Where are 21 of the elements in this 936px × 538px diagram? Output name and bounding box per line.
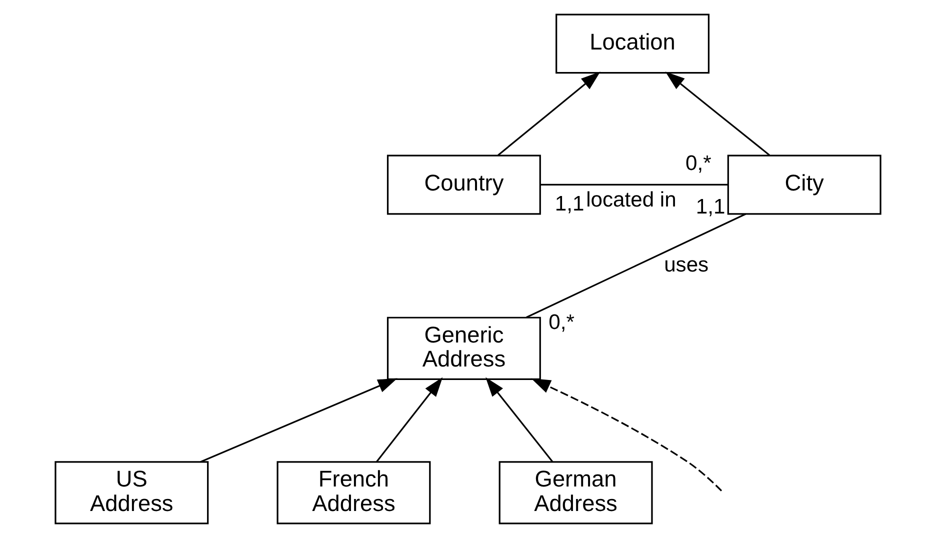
- node-box: Generic Address: [386, 316, 541, 380]
- arrow: [200, 378, 398, 463]
- edge-label: located in: [586, 188, 676, 212]
- label: 1,1: [696, 195, 726, 218]
- edge-label: uses: [664, 253, 709, 276]
- node-box: City: [727, 154, 882, 215]
- node-box: French Address: [276, 461, 431, 524]
- connector: [526, 213, 746, 318]
- label: 0,*: [686, 152, 712, 175]
- arrow: [376, 377, 443, 462]
- label: 1,1: [554, 192, 584, 216]
- node-box: Location: [556, 14, 710, 74]
- arrow: [665, 72, 770, 156]
- node-box: Country: [386, 154, 541, 215]
- node-box: German Address: [498, 461, 653, 524]
- label: 0,*: [548, 310, 574, 334]
- connector: [540, 184, 728, 186]
- arrow: [486, 377, 554, 462]
- arrow: [498, 72, 600, 156]
- arrow: [531, 378, 722, 492]
- node-box: US Address: [54, 461, 209, 524]
